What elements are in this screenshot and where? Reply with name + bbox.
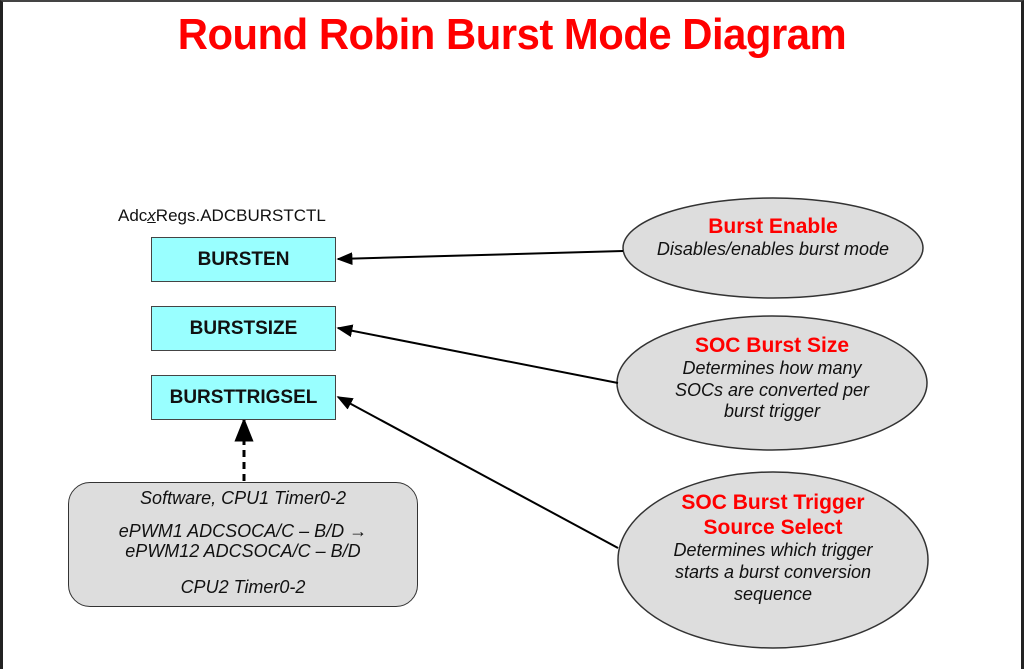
field-label: BURSTTRIGSEL <box>169 386 318 408</box>
register-suffix: Regs.ADCBURSTCTL <box>155 206 326 225</box>
trigger-sources-box: Software, CPU1 Timer0-2 ePWM1 ADCSOCA/C … <box>68 482 418 607</box>
callout-desc: sequence <box>733 583 813 604</box>
field-box-bursttrigsel: BURSTTRIGSEL <box>151 375 336 420</box>
arrow-trigger-select <box>336 396 619 549</box>
callout-desc: Disables/enables burst mode <box>656 239 890 260</box>
register-var: x <box>147 206 156 225</box>
callout-title: Source Select <box>703 516 843 540</box>
trigger-source-line: ePWM1 ADCSOCA/C – B/D → <box>118 521 368 541</box>
field-label: BURSTSIZE <box>189 317 298 339</box>
callout-desc: Determines which trigger <box>673 540 873 561</box>
trigger-source-line: Software, CPU1 Timer0-2 <box>140 488 346 508</box>
field-label: BURSTEN <box>197 248 290 270</box>
callout-ellipse-trigger-select <box>617 471 929 649</box>
arrow-burst-size <box>336 324 619 384</box>
callout-burst-enable: Burst Enable Disables/enables burst mode <box>623 214 923 261</box>
callout-title: Burst Enable <box>708 215 838 238</box>
callout-title: SOC Burst Trigger <box>681 491 865 514</box>
field-box-burstsize: BURSTSIZE <box>151 306 336 351</box>
trigger-source-line: ePWM12 ADCSOCA/C – B/D <box>125 541 361 561</box>
register-prefix: Adc <box>118 206 148 225</box>
callout-title: SOC Burst Size <box>694 334 850 357</box>
diagram-title: Round Robin Burst Mode Diagram <box>177 10 847 59</box>
field-box-bursten: BURSTEN <box>151 237 336 282</box>
trigger-source-line: CPU2 Timer0-2 <box>180 577 306 597</box>
callout-desc: SOCs are converted per <box>674 379 870 400</box>
callout-trigger-select: SOC Burst Trigger Source Select Determin… <box>623 490 923 605</box>
arrow-burst-enable <box>336 250 624 265</box>
callout-burst-size: SOC Burst Size Determines how many SOCs … <box>622 333 922 423</box>
callout-desc: burst trigger <box>723 401 821 422</box>
callout-ellipse-burst-enable <box>622 197 924 299</box>
register-name-label: AdcxRegs.ADCBURSTCTL <box>118 206 326 226</box>
callout-desc: Determines how many <box>682 358 862 379</box>
callout-desc: starts a burst conversion <box>674 561 872 582</box>
